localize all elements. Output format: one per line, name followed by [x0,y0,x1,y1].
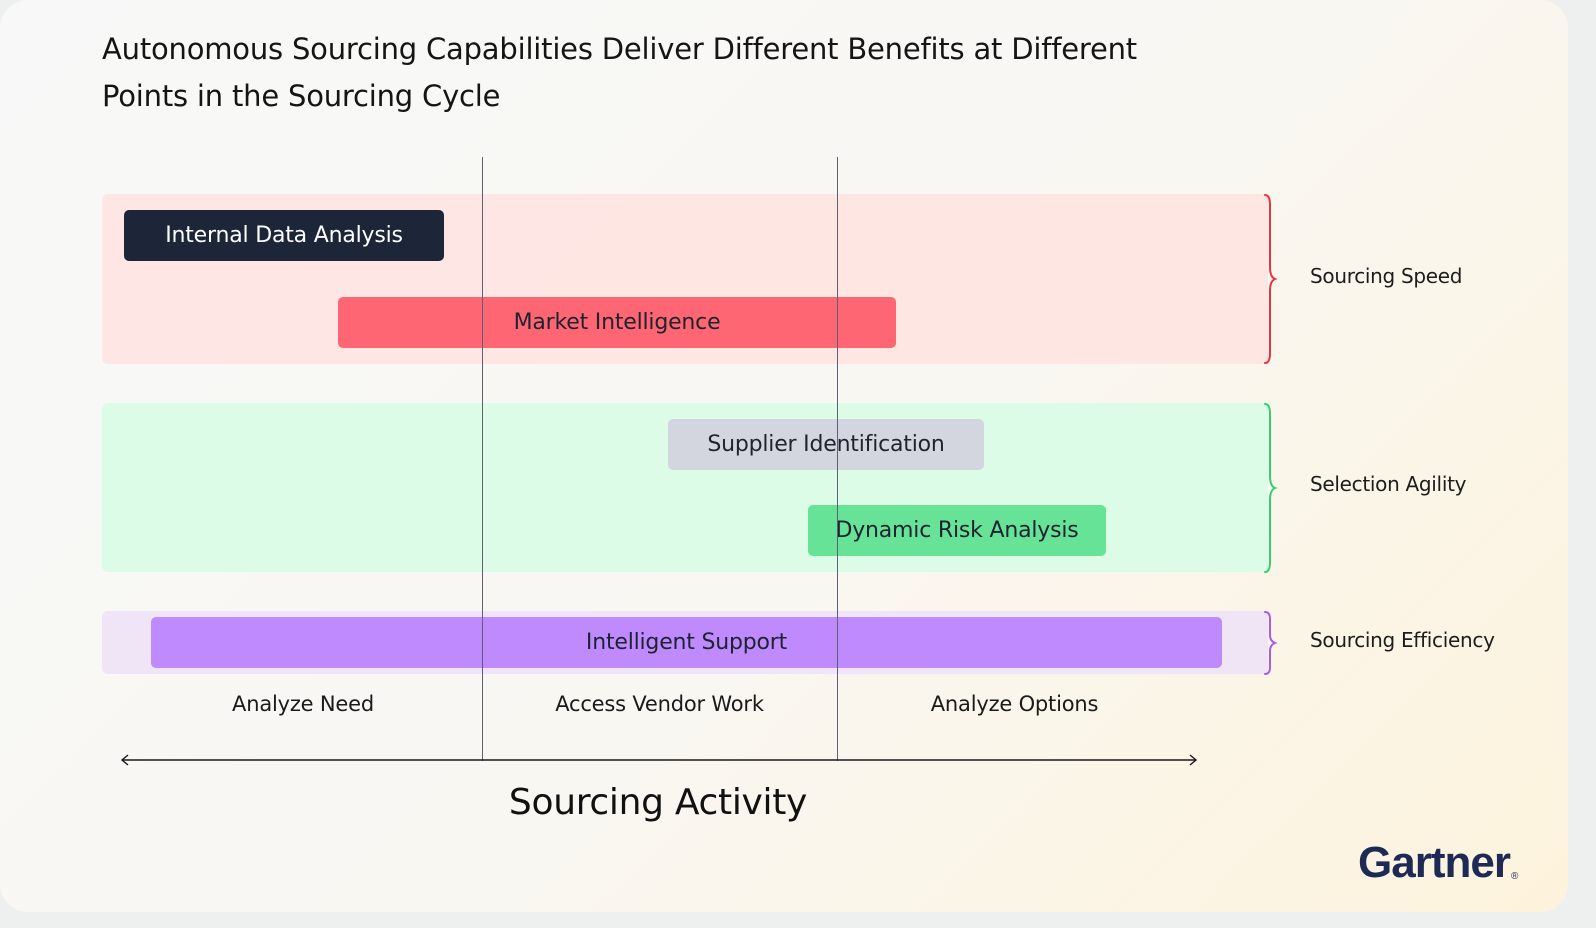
sourcing-efficiency-brace [1264,611,1278,675]
category-selection-agility: Selection Agility [1310,472,1467,496]
phase-divider-2 [837,157,838,761]
axis-title: Sourcing Activity [508,782,808,823]
diagram-title: Autonomous Sourcing Capabilities Deliver… [102,32,1137,113]
phase-divider-1 [482,157,483,761]
category-sourcing-speed: Sourcing Speed [1310,264,1463,288]
market-intelligence-label: Market Intelligence [513,310,721,335]
selection-agility-brace [1264,403,1278,573]
internal-data-analysis-bar: Internal Data Analysis [124,210,444,261]
sourcing-activity-axis-arrow [120,754,1198,766]
dynamic-risk-analysis-bar: Dynamic Risk Analysis [808,505,1106,556]
supplier-identification-bar: Supplier Identification [668,419,984,470]
dynamic-risk-analysis-label: Dynamic Risk Analysis [835,518,1079,543]
phase-analyze-options: Analyze Options [930,692,1099,716]
selection-agility-brace-path [1264,403,1278,573]
sourcing-speed-brace-path [1264,194,1278,364]
registered-mark: ® [1510,871,1519,882]
category-sourcing-efficiency: Sourcing Efficiency [1310,628,1495,652]
phase-analyze-need: Analyze Need [232,692,374,716]
intelligent-support-label: Intelligent Support [585,630,788,655]
intelligent-support-bar: Intelligent Support [151,617,1222,668]
supplier-identification-label: Supplier Identification [707,432,945,457]
diagram-canvas: Autonomous Sourcing Capabilities Deliver… [0,0,1568,912]
market-intelligence-bar: Market Intelligence [338,297,896,348]
phase-access-vendor-work: Access Vendor Work [555,692,764,716]
sourcing-speed-brace [1264,194,1278,364]
internal-data-analysis-label: Internal Data Analysis [165,223,403,248]
gartner-logo-text: Gartner [1358,838,1511,887]
sourcing-efficiency-brace-path [1264,611,1278,675]
gartner-logo: Gartner® [1358,838,1518,888]
